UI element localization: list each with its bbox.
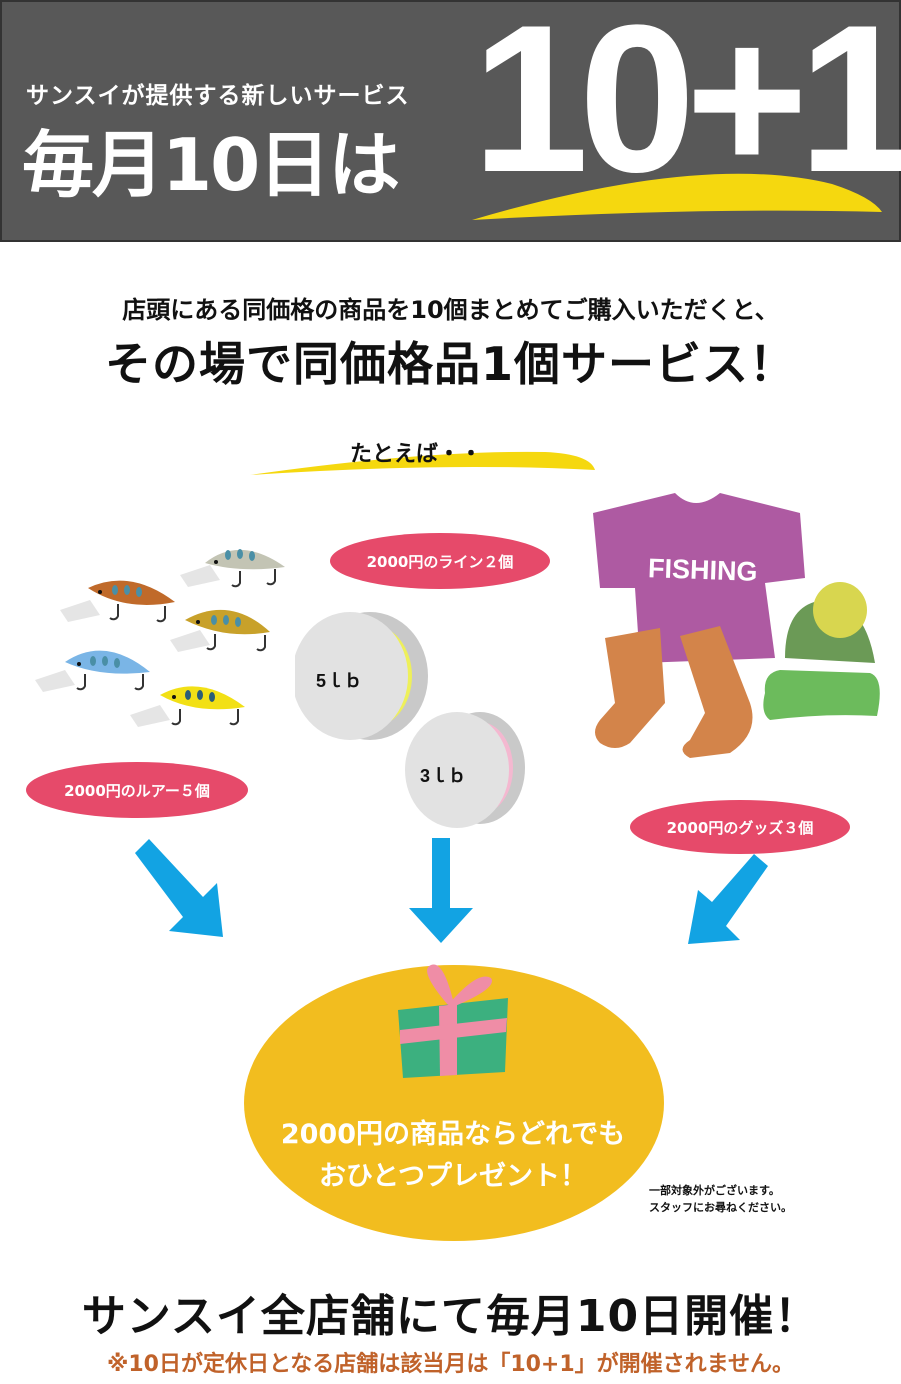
lure-yellow	[130, 686, 245, 727]
gift-line-1: 2000円の商品ならどれでも	[280, 1119, 626, 1150]
goods-pill-label: 2000円のグッズ３個	[666, 818, 814, 837]
gift-box-icon	[398, 964, 508, 1078]
lure-mustard	[170, 609, 270, 652]
footer-note: ※10日が定休日となる店舗は該当月は「10+1」が開催されません。	[106, 1352, 795, 1377]
header-banner: サンスイが提供する新しいサービス 毎月10日は 10+1	[0, 0, 901, 242]
lure-gray	[180, 549, 285, 588]
lure-blue	[35, 650, 150, 692]
lure-brown	[60, 580, 175, 623]
gift-ellipse	[244, 964, 664, 1241]
spool-5lb-label: 5ｌｂ	[316, 671, 363, 691]
goods-pill: 2000円のグッズ３個	[630, 800, 850, 854]
lead-line-2: その場で同価格品1個サービス！	[104, 337, 796, 391]
example-swoosh	[250, 451, 595, 475]
goods-illustration	[593, 493, 880, 758]
lures-illustration	[35, 549, 285, 727]
shirt-text: FISHING	[647, 553, 759, 587]
beanie-icon	[763, 582, 880, 720]
shirt-icon	[593, 493, 805, 663]
spool-3lb-icon	[405, 712, 525, 828]
header-subtitle: サンスイが提供する新しいサービス	[26, 83, 410, 109]
footer-main: サンスイ全店舗にて毎月10日開催！	[81, 1291, 820, 1342]
note-line-1: 一部対象外がございます。	[649, 1184, 780, 1197]
header-title: 毎月10日は	[22, 123, 400, 207]
note-line-2: スタッフにお尋ねください。	[649, 1201, 792, 1214]
header-swoosh	[472, 173, 882, 220]
example-label: たとえば・・	[350, 442, 483, 467]
spools-illustration	[295, 612, 525, 828]
spool-5lb-icon	[295, 612, 428, 740]
sock-right-icon	[680, 626, 753, 758]
gift-line-2: おひとつプレゼント！	[318, 1161, 588, 1192]
lures-pill-label: 2000円のルアー５個	[64, 781, 210, 800]
lines-pill-label: 2000円のライン２個	[366, 552, 514, 571]
header-big-number: 10+1	[472, 0, 901, 216]
arrow-down-icon	[409, 838, 473, 943]
lures-pill: 2000円のルアー５個	[26, 762, 248, 818]
exclusion-note: 一部対象外がございます。 スタッフにお尋ねください。	[649, 1182, 792, 1216]
lead-line-1: 店頭にある同価格の商品を10個まとめてご購入いただくと、	[122, 296, 779, 324]
sock-left-icon	[595, 628, 665, 748]
arrow-down-right-icon	[135, 839, 223, 937]
arrow-down-left-icon	[688, 854, 768, 944]
lines-pill: 2000円のライン２個	[330, 533, 550, 589]
spool-3lb-label: 3ｌｂ	[420, 766, 467, 786]
